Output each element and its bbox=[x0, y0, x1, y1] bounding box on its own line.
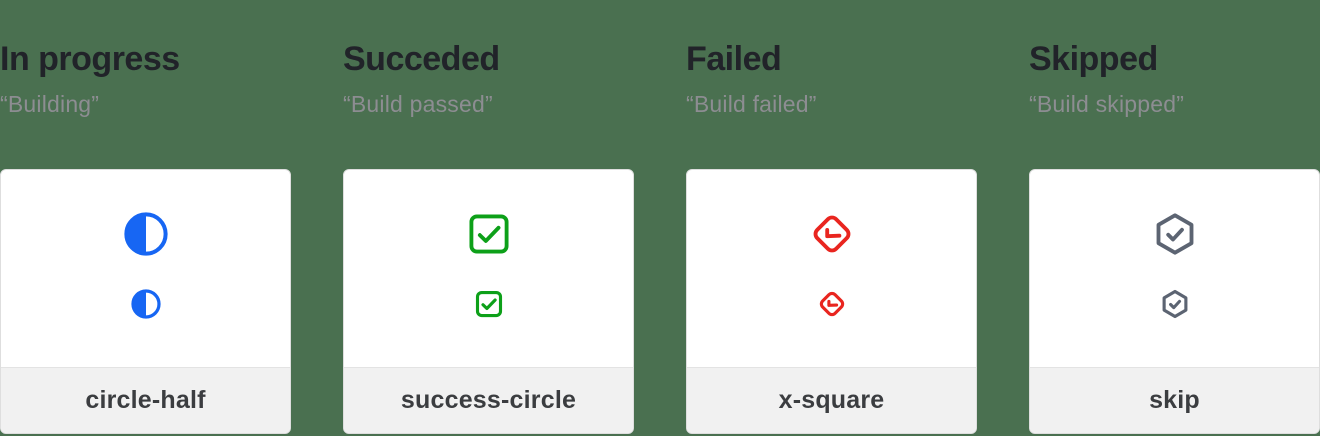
column-title: Skipped bbox=[1029, 40, 1158, 78]
icon-card-footer: skip bbox=[1030, 367, 1319, 433]
column-title: Succeded bbox=[343, 40, 500, 78]
circle-half-icon bbox=[130, 289, 161, 319]
icon-card-footer: circle-half bbox=[1, 367, 290, 433]
column-subtitle: “Building” bbox=[0, 91, 100, 117]
status-column-succeded: Succeded “Build passed” succes bbox=[343, 40, 634, 434]
column-subtitle: “Build passed” bbox=[343, 91, 493, 117]
check-square-icon bbox=[474, 289, 504, 319]
check-hexagon-icon bbox=[1160, 289, 1190, 319]
circle-half-icon bbox=[123, 212, 168, 256]
icon-card-footer: success-circle bbox=[344, 367, 633, 433]
icon-card: success-circle bbox=[343, 169, 634, 434]
status-column-failed: Failed “Build failed” bbox=[686, 40, 977, 434]
icon-card-body bbox=[1, 170, 290, 367]
icon-name-label: success-circle bbox=[400, 386, 577, 414]
status-column-skipped: Skipped “Build skipped” skip bbox=[1029, 40, 1320, 434]
check-diamond-icon bbox=[817, 289, 847, 319]
column-title: In progress bbox=[0, 40, 180, 78]
check-diamond-icon bbox=[810, 212, 854, 256]
icon-card-body bbox=[1030, 170, 1319, 367]
icon-card-footer: x-square bbox=[687, 367, 976, 433]
check-hexagon-icon bbox=[1153, 212, 1197, 256]
icon-card-body bbox=[344, 170, 633, 367]
icon-card-body bbox=[687, 170, 976, 367]
column-title: Failed bbox=[686, 40, 782, 78]
icon-card: x-square bbox=[686, 169, 977, 434]
icon-card: skip bbox=[1029, 169, 1320, 434]
icon-name-label: circle-half bbox=[85, 386, 206, 414]
check-square-icon bbox=[467, 212, 511, 256]
icon-card: circle-half bbox=[0, 169, 291, 434]
column-subtitle: “Build skipped” bbox=[1029, 91, 1185, 117]
column-subtitle: “Build failed” bbox=[686, 91, 817, 117]
status-column-in-progress: In progress “Building” circle- bbox=[0, 40, 291, 434]
icon-name-label: skip bbox=[1149, 386, 1200, 414]
icon-name-label: x-square bbox=[778, 386, 885, 414]
